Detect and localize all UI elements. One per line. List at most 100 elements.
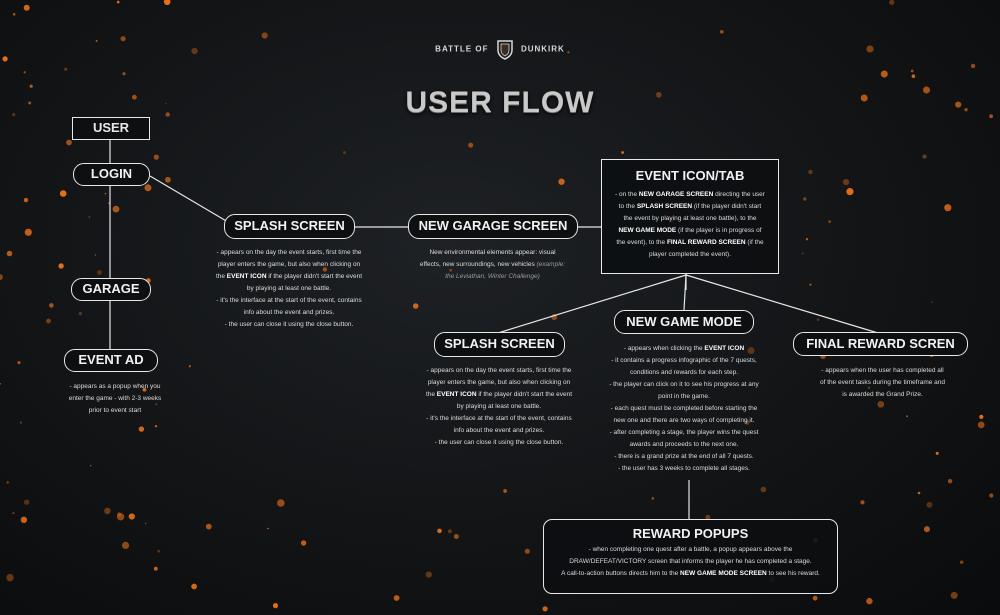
ember-spark — [947, 479, 953, 484]
desc-line: by playing at least one battle. — [456, 403, 542, 410]
desc-line: the EVENT ICON if the player didn't star… — [425, 391, 573, 398]
ember-spark — [24, 228, 32, 236]
ember-spark — [12, 13, 16, 16]
node-event-ad: EVENT AD — [64, 349, 158, 372]
desc-line: new one and there are two ways of comple… — [613, 417, 755, 424]
ember-spark — [805, 238, 809, 241]
ember-spark — [144, 184, 152, 192]
desc-line: point in the game. — [658, 393, 710, 400]
desc-line: is awarded the Grand Prize. — [842, 391, 923, 398]
node-reward-popups: REWARD POPUPS — [632, 526, 749, 541]
desc-new-garage: New environmental elements appear: visua… — [405, 247, 580, 283]
desc-line: DRAW/DEFEAT/VICTORY screen that informs … — [569, 558, 812, 565]
ember-spark — [621, 151, 624, 154]
ember-spark — [191, 583, 198, 590]
ember-spark — [977, 421, 985, 429]
desc-line: the EVENT ICON if the player didn't star… — [215, 273, 363, 280]
ember-spark — [20, 516, 28, 523]
desc-event-ad: - appears as a popup when you enter the … — [40, 381, 190, 417]
ember-spark — [122, 72, 126, 76]
ember-spark — [66, 139, 72, 146]
ember-spark — [153, 154, 159, 160]
ember-spark — [970, 63, 976, 69]
event-icon-box: EVENT ICON/TAB - on the NEW GARAGE SCREE… — [601, 159, 779, 274]
ember-spark — [425, 571, 432, 578]
ember-spark — [138, 426, 145, 432]
ember-spark — [88, 216, 91, 218]
page-title: USER FLOW — [405, 86, 595, 119]
ember-spark — [153, 566, 158, 571]
ember-spark — [979, 414, 984, 419]
ember-spark — [104, 507, 111, 515]
ember-spark — [343, 151, 346, 154]
ember-spark — [524, 548, 530, 554]
desc-line: - appears on the day the event starts, f… — [426, 367, 572, 374]
ember-spark — [828, 220, 832, 224]
ember-spark — [651, 497, 655, 500]
desc-line: - on the NEW GARAGE SCREEN directing the… — [615, 191, 765, 198]
ember-spark — [412, 303, 419, 309]
ember-spark — [165, 176, 171, 183]
ember-spark — [542, 606, 548, 612]
ember-spark — [78, 311, 83, 316]
desc-line: awards and proceeds to the next one. — [629, 441, 739, 448]
desc-line: - appears as a popup when you — [69, 383, 161, 390]
ember-spark — [720, 30, 724, 34]
ember-spark — [889, 0, 895, 5]
ember-spark — [117, 512, 122, 517]
ember-spark — [860, 500, 865, 505]
ember-spark — [393, 595, 400, 601]
desc-line: - it contains a progress infographic of … — [611, 357, 757, 364]
ember-spark — [46, 318, 51, 324]
desc-line: - each quest must be completed before st… — [610, 405, 758, 412]
ember-spark — [808, 169, 813, 175]
desc-line: - appears when the user has completed al… — [821, 367, 944, 374]
ember-spark — [809, 283, 812, 286]
desc-new-game-mode: - appears when clicking the EVENT ICON- … — [588, 343, 780, 475]
ember-spark — [910, 69, 914, 73]
ember-spark — [468, 142, 474, 148]
ember-spark — [917, 491, 921, 495]
node-splash-bottom: SPLASH SCREEN — [434, 332, 565, 357]
desc-line: - it's the interface at the start of the… — [216, 297, 362, 304]
node-login: LOGIN — [73, 163, 150, 186]
desc-line: - when completing one quest after a batt… — [588, 546, 793, 553]
ember-spark — [803, 197, 807, 201]
ember-spark — [95, 254, 97, 256]
ember-spark — [931, 301, 934, 304]
ember-spark — [12, 512, 15, 515]
ember-spark — [935, 451, 939, 455]
ember-spark — [503, 489, 507, 493]
connector-hub-gamemode — [683, 274, 687, 311]
ember-spark — [906, 415, 908, 418]
ember-spark — [812, 595, 818, 601]
ember-spark — [877, 401, 885, 408]
ember-spark — [267, 527, 269, 530]
brand-logo: BATTLE OF DUNKIRK — [0, 38, 1000, 60]
desc-line: enter the game - with 2-3 weeks — [68, 395, 162, 402]
ember-spark — [558, 178, 565, 185]
ember-spark — [300, 540, 307, 546]
ember-spark — [49, 303, 54, 308]
ember-spark — [23, 197, 29, 203]
ember-spark — [944, 204, 952, 212]
desc-line: - there is a grand prize at the end of a… — [614, 453, 754, 460]
node-final-reward: FINAL REWARD SCREN — [793, 332, 968, 356]
ember-spark — [122, 541, 130, 550]
brand-right: DUNKIRK — [520, 44, 565, 54]
node-splash-top: SPLASH SCREEN — [224, 214, 355, 239]
ember-spark — [116, 513, 125, 521]
desc-line: - the user has 3 weeks to complete all s… — [618, 465, 750, 472]
ember-spark — [866, 597, 873, 605]
ember-spark — [59, 190, 67, 197]
desc-line: prior to event start — [88, 407, 142, 414]
ember-spark — [923, 526, 930, 533]
ember-spark — [447, 529, 452, 534]
ember-spark — [760, 486, 767, 493]
ember-spark — [989, 493, 994, 498]
ember-spark — [801, 252, 804, 255]
desc-line: the event by playing at least one battle… — [623, 215, 757, 222]
desc-splash-top: - appears on the day the event starts, f… — [196, 247, 382, 331]
desc-line: the Leviathan, Winter Challenge) — [445, 273, 540, 280]
ember-spark — [108, 202, 111, 205]
